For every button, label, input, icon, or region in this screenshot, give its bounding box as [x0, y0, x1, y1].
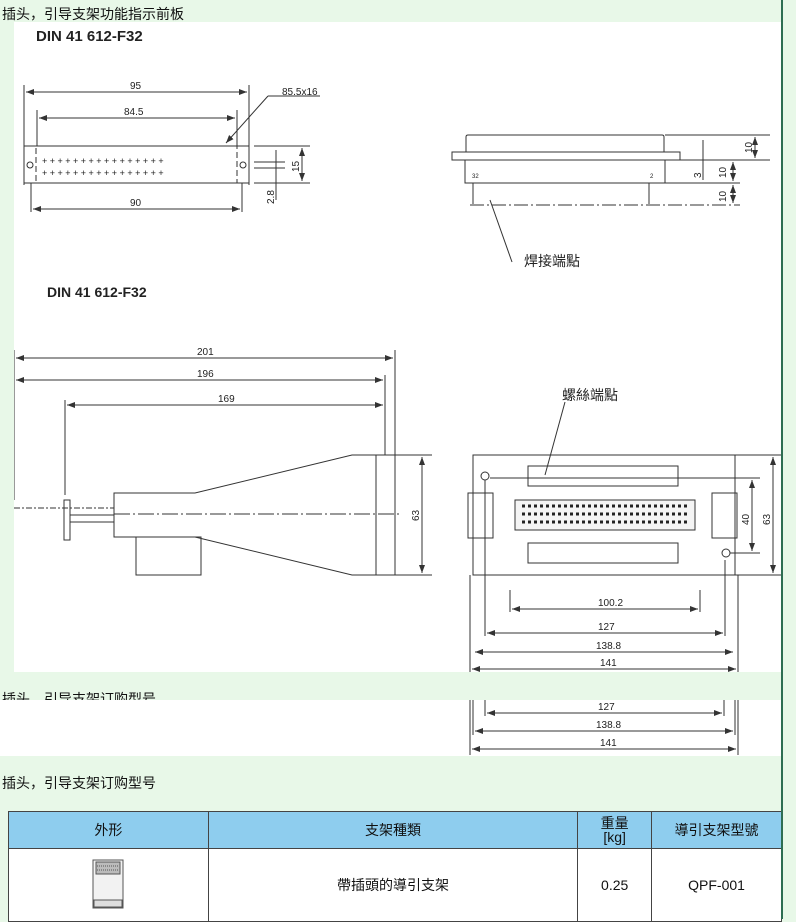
dim-40: 40 — [741, 513, 752, 525]
order-table: 外形 支架種類 重量 [kg] 導引支架型號 帶插頭的導引支架 0.25 QPF… — [8, 811, 782, 922]
frame-type: 帶插頭的導引支架 — [207, 848, 579, 922]
dim-15: 15 — [291, 160, 302, 172]
guide-frame-image — [92, 859, 124, 908]
svg-text:+ + + + + + + + + + + + + + +: + + + + + + + + + + + + + + + + — [42, 156, 164, 166]
dim-10a: 10 — [744, 141, 755, 153]
dim-95: 95 — [130, 81, 142, 92]
col-type: 支架種類 — [207, 811, 579, 849]
dim-84-5: 84.5 — [124, 107, 144, 118]
dim-63-front: 63 — [762, 513, 773, 525]
overlap-drawing: 127 138.8 141 — [0, 700, 781, 756]
overlap-dimensions: 127 138.8 141 — [469, 700, 739, 755]
section1-header: 插头，引导支架功能指示前板 — [0, 0, 781, 22]
col-model: 導引支架型號 — [651, 811, 782, 849]
overlap-dim-127: 127 — [598, 702, 615, 713]
drawing1-model: DIN 41 612-F32 — [36, 28, 143, 45]
dim-90: 90 — [130, 198, 142, 209]
section2-title: 插头，引导支架订购型号 — [2, 775, 156, 791]
connector-side-view — [451, 134, 770, 263]
dim-100-2: 100.2 — [598, 598, 623, 609]
svg-text:+ + + + + + + + + + + + + + +: + + + + + + + + + + + + + + + + — [42, 168, 164, 178]
pin-markers: + + + + + + + + + + + + + + + + + + + + … — [42, 156, 164, 178]
section1-title: 插头，引导支架功能指示前板 — [2, 6, 184, 22]
dim-63-side: 63 — [411, 509, 422, 521]
overlap-dim-138-8: 138.8 — [596, 720, 621, 731]
overlap-title: 插头，引导支架订购型号 — [2, 691, 156, 700]
dim-196: 196 — [197, 369, 214, 380]
dim-10c: 10 — [718, 190, 729, 202]
pin-2: 2 — [650, 174, 654, 180]
dim-201: 201 — [197, 347, 214, 358]
dim-2-8: 2.8 — [266, 190, 277, 204]
col-appearance: 外形 — [8, 811, 209, 849]
guide-frame-side-view — [13, 350, 432, 576]
dim-3: 3 — [693, 172, 704, 178]
table-row: 帶插頭的導引支架 0.25 QPF-001 — [8, 848, 782, 922]
page-border — [781, 0, 783, 919]
dim-169: 169 — [218, 394, 235, 405]
dim-141: 141 — [600, 658, 617, 669]
overlap-dim-141: 141 — [600, 738, 617, 749]
technical-drawing: DIN 41 612-F32 95 84.5 85.5x16 90 15 2.8… — [13, 28, 782, 672]
dim-127: 127 — [598, 622, 615, 633]
pin-32: 32 — [472, 174, 479, 180]
model-number: QPF-001 — [651, 848, 782, 922]
solder-terminal-label: 焊接端點 — [524, 253, 580, 269]
drawing-area: DIN 41 612-F32 95 84.5 85.5x16 90 15 2.8… — [13, 22, 782, 672]
table-header-row: 外形 支架種類 重量 [kg] 導引支架型號 — [8, 811, 782, 849]
guide-frame-front-view — [467, 401, 782, 672]
drawing2-model: DIN 41 612-F32 — [47, 284, 147, 300]
dim-138-8: 138.8 — [596, 641, 621, 652]
weight: 0.25 — [577, 848, 653, 922]
product-thumbnail — [8, 848, 209, 922]
connector-front-view — [23, 85, 320, 212]
col-weight: 重量 [kg] — [577, 811, 653, 849]
dim-85-5x16: 85.5x16 — [282, 87, 318, 98]
overlap-band: 插头，引导支架订购型号 — [0, 672, 781, 700]
screw-terminal-label: 螺絲端點 — [562, 387, 618, 403]
dim-10b: 10 — [718, 166, 729, 178]
